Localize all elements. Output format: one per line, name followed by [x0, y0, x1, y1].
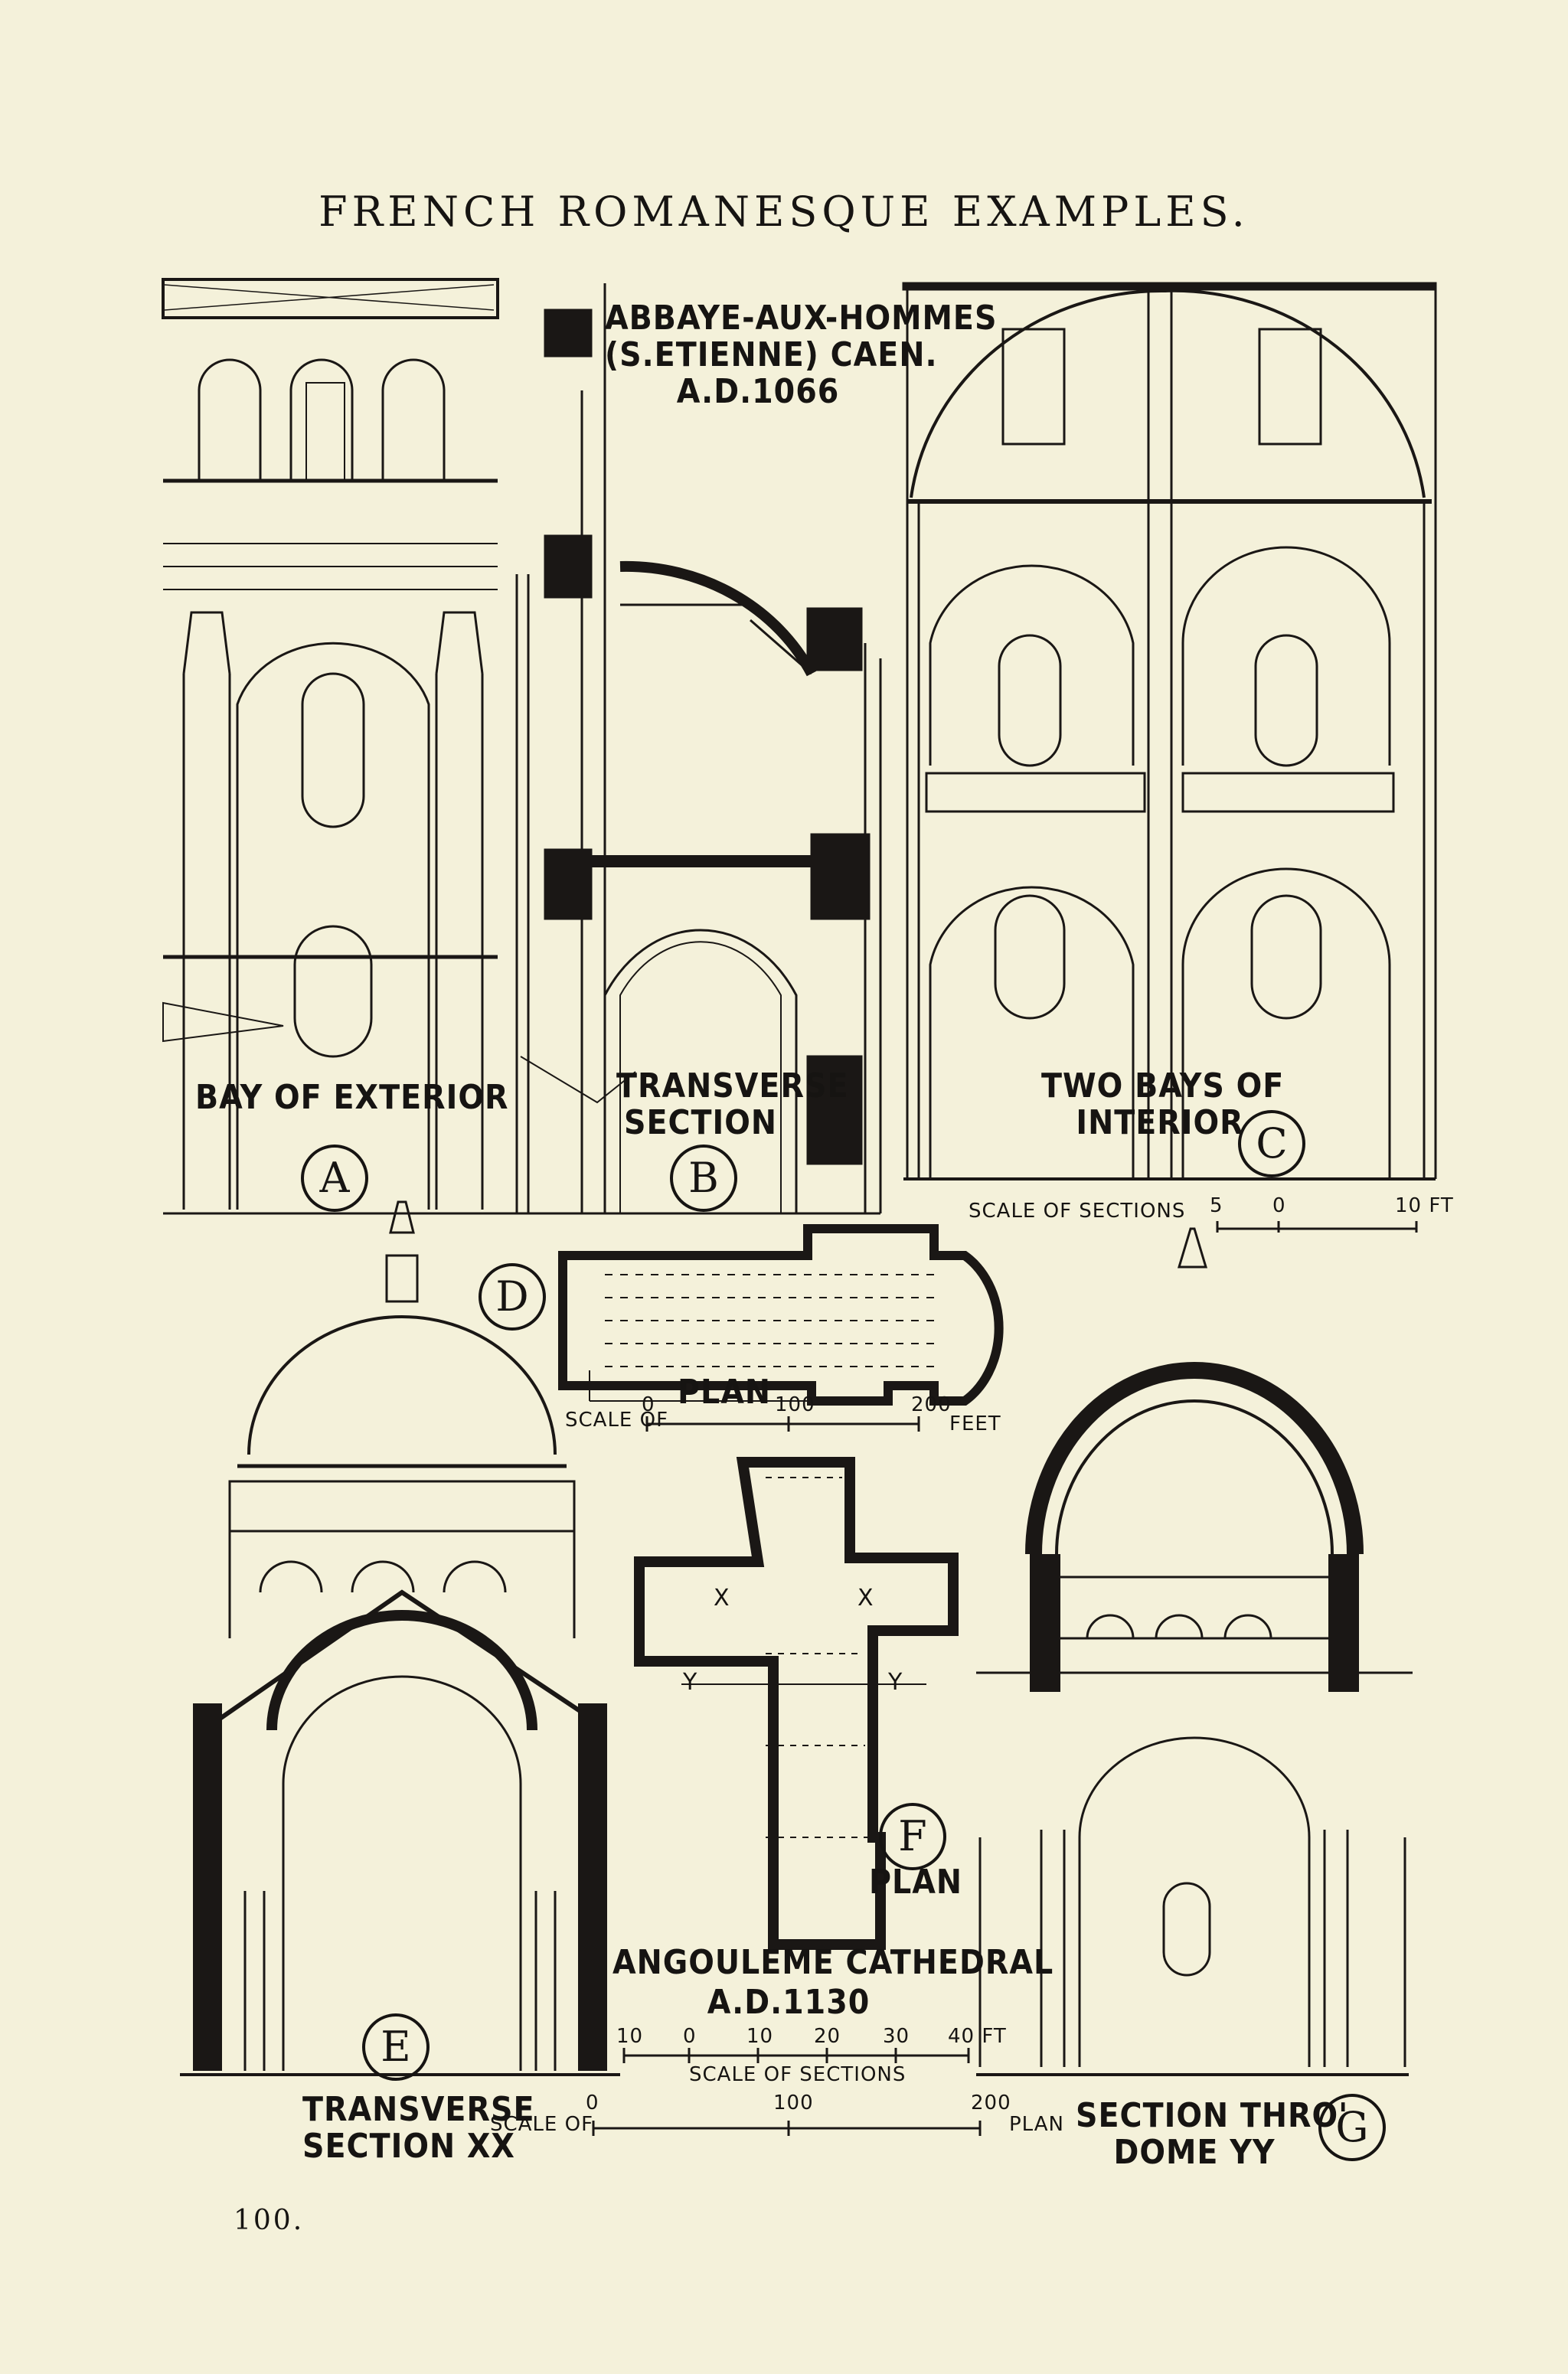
scale-sections-top-tick-5: 5 — [1210, 1194, 1223, 1217]
figure-g-caption: SECTION THRO' DOME YY — [1076, 2096, 1349, 2172]
scale-plan-d-label: SCALE OF — [565, 1409, 669, 1432]
scale-plan-f-tick-100: 100 — [773, 2092, 814, 2114]
figure-b-caption-line1: TRANSVERSE — [616, 1066, 849, 1105]
figure-f-letter: F — [879, 1803, 946, 1870]
figure-b-caption: TRANSVERSE SECTION — [616, 1066, 849, 1142]
figure-g-caption-line2: DOME YY — [1113, 2133, 1276, 2172]
figure-c-caption-line2: INTERIOR — [1076, 1103, 1244, 1142]
scale-sections-bottom-tick-40: 40 FT — [948, 2025, 1007, 2048]
figure-e-caption-line1: TRANSVERSE — [302, 2090, 535, 2129]
abbaye-name-line1: ABBAYE-AUX-HOMMES — [605, 299, 998, 338]
figure-b-drawing — [498, 283, 882, 1215]
page-title: FRENCH ROMANESQUE EXAMPLES. — [318, 188, 1250, 236]
scale-plan-f-label: SCALE OF — [490, 2113, 594, 2136]
scale-plan-f-tick-200: 200 — [971, 2092, 1011, 2114]
scale-bar-sections-top — [1216, 1221, 1418, 1233]
angouleme-date: A.D.1130 — [707, 1983, 871, 2022]
scale-plan-d-unit: FEET — [949, 1412, 1001, 1435]
figure-e-drawing — [180, 1200, 620, 2076]
figure-a-drawing — [162, 278, 499, 1215]
figure-e-caption: TRANSVERSE SECTION XX — [302, 2090, 535, 2166]
figure-c-caption-line1: TWO BAYS OF — [1041, 1066, 1285, 1105]
figure-d-letter: D — [479, 1263, 546, 1331]
scale-bar-sections-bottom — [622, 2048, 970, 2063]
section-mark-y-right: Y — [888, 1669, 903, 1696]
abbaye-date: A.D.1066 — [676, 372, 840, 411]
scale-sections-bottom-label: SCALE OF SECTIONS — [689, 2063, 906, 2086]
figure-e-caption-line2: SECTION XX — [302, 2127, 515, 2166]
figure-d-drawing — [558, 1224, 1004, 1406]
section-mark-y-left: Y — [683, 1669, 698, 1696]
scale-sections-bottom-tick-10b: 10 — [746, 2025, 774, 2048]
scale-plan-f-tick-0: 0 — [586, 2092, 599, 2114]
scale-sections-top-tick-0: 0 — [1272, 1194, 1286, 1217]
figure-e-letter: E — [362, 2013, 430, 2081]
figure-d-caption: PLAN — [678, 1373, 771, 1412]
figure-b-letter: B — [670, 1145, 737, 1212]
page-number: 100. — [234, 2205, 305, 2236]
scale-bar-plan-f — [592, 2121, 982, 2136]
scale-sections-bottom-tick-20: 20 — [814, 2025, 841, 2048]
figure-g-letter: G — [1318, 2094, 1386, 2161]
section-mark-x-right: X — [858, 1585, 874, 1612]
scale-plan-d-tick-0: 0 — [642, 1393, 655, 1416]
scale-sections-bottom-tick-30: 30 — [883, 2025, 910, 2048]
figure-b-caption-line2: SECTION — [623, 1103, 778, 1142]
scale-plan-d-tick-200: 200 — [911, 1393, 952, 1416]
scale-bar-plan-d — [645, 1416, 920, 1432]
abbaye-name-line2: (S.ETIENNE) CAEN. — [605, 335, 938, 374]
figure-f-caption: PLAN — [869, 1863, 962, 1902]
figure-a-caption: BAY OF EXTERIOR — [195, 1078, 509, 1117]
scale-sections-bottom-tick-10a: 10 — [616, 2025, 644, 2048]
scale-plan-d-tick-100: 100 — [775, 1393, 815, 1416]
figure-c-caption: TWO BAYS OF INTERIOR — [1041, 1066, 1285, 1142]
scale-sections-top-label: SCALE OF SECTIONS — [969, 1200, 1186, 1223]
figure-c-letter: C — [1238, 1110, 1305, 1177]
scale-sections-bottom-tick-0: 0 — [683, 2025, 697, 2048]
figure-g-caption-line1: SECTION THRO' — [1076, 2096, 1349, 2135]
figure-c-drawing — [902, 282, 1437, 1180]
scale-plan-f-unit: PLAN — [1009, 2113, 1064, 2136]
angouleme-name: ANGOULEME CATHEDRAL — [612, 1943, 1054, 1982]
scale-sections-top-tick-10: 10 FT — [1395, 1194, 1454, 1217]
section-mark-x-left: X — [714, 1585, 730, 1612]
figure-a-letter: A — [301, 1145, 368, 1212]
abbaye-title-block: ABBAYE-AUX-HOMMES (S.ETIENNE) CAEN. A.D.… — [605, 299, 998, 411]
figure-g-drawing — [976, 1227, 1413, 2076]
